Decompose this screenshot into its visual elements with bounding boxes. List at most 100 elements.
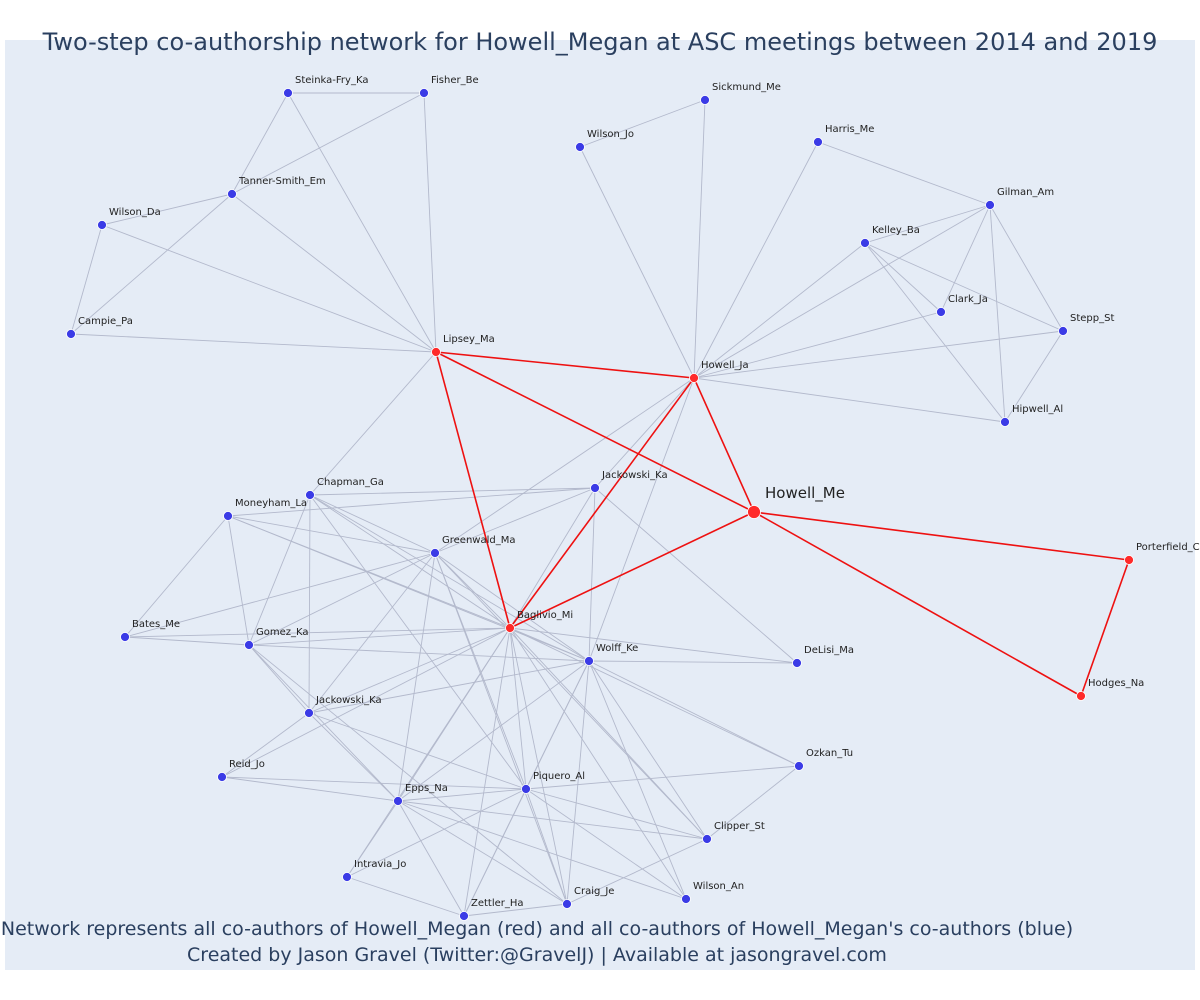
node-jackowski-ka-1[interactable] [590,483,600,493]
node-kelley-ba[interactable] [860,238,870,248]
edge-clark-ja-howell-ja [693,311,942,379]
node-bates-me[interactable] [120,632,130,642]
edge-bates-me-gomez-ka [124,636,250,646]
node-wolff-ke[interactable] [584,656,594,666]
node-label-craig-je: Craig_Je [574,886,614,897]
caption-line-2: Created by Jason Gravel (Twitter:@Gravel… [187,944,887,966]
node-label-wilson-jo: Wilson_Jo [587,129,634,140]
node-harris-me[interactable] [813,137,823,147]
node-intravia-jo[interactable] [342,872,352,882]
node-label-baglivio-mi: Baglivio_Mi [517,610,573,621]
edge-piquero-al-wilson-an [525,788,687,900]
edge-wolff-ke-jackowski-ka-2 [308,660,590,714]
edge-gomez-ka-epps-na [248,644,399,802]
edge-chapman-ga-jackowski-ka-2 [308,494,311,714]
edge-howell-ja-wolff-ke [588,377,695,662]
node-zettler-ha[interactable] [459,911,469,921]
node-wilson-da[interactable] [97,220,107,230]
edge-greenwald-ma-bates-me [124,552,436,638]
node-wilson-an[interactable] [681,894,691,904]
chart-title: Two-step co-authorship network for Howel… [42,28,1158,56]
node-greenwald-ma[interactable] [430,548,440,558]
edge-gomez-ka-baglivio-mi [248,627,511,646]
edge-piquero-al-ozkan-tu [525,765,800,790]
node-gomez-ka[interactable] [244,640,254,650]
node-label-wilson-an: Wilson_An [693,881,744,892]
edge-sickmund-me-howell-ja [693,99,706,379]
edge-howell-ja-jackowski-ka-1 [594,377,695,489]
node-porterfield-c[interactable] [1124,555,1134,565]
edge-intravia-jo-zettler-ha [346,876,465,917]
node-label-hipwell-al: Hipwell_Al [1012,404,1063,415]
node-label-jackowski-ka-1: Jackowski_Ka [601,470,668,481]
primary-edge-howell-me-howell-ja [693,377,755,513]
node-steinka-fry-ka[interactable] [283,88,293,98]
node-tanner-smith-em[interactable] [227,189,237,199]
node-gilman-am[interactable] [985,200,995,210]
node-campie-pa[interactable] [66,329,76,339]
edge-gilman-am-stepp-st [989,204,1064,332]
node-epps-na[interactable] [393,796,403,806]
edge-greenwald-ma-clipper-st [434,552,708,840]
edge-baglivio-mi-delisi-ma [509,627,798,664]
node-baglivio-mi[interactable] [505,623,515,633]
node-moneyham-la[interactable] [223,511,233,521]
node-howell-ja[interactable] [689,373,699,383]
edge-wolff-ke-craig-je [566,660,590,905]
edge-fisher-be-tanner-smith-em [231,92,425,195]
edge-jackowski-ka-2-epps-na [308,712,399,802]
edge-bates-me-baglivio-mi [124,627,511,638]
edge-moneyham-la-gomez-ka [227,515,250,646]
edge-harris-me-gilman-am [817,141,991,206]
node-label-moneyham-la: Moneyham_La [235,498,307,509]
edge-gilman-am-kelley-ba [864,204,991,244]
node-label-reid-jo: Reid_Jo [229,759,265,770]
node-reid-jo[interactable] [217,772,227,782]
edge-greenwald-ma-epps-na [397,552,436,802]
node-label-greenwald-ma: Greenwald_Ma [442,535,515,546]
edge-tanner-smith-em-lipsey-ma [231,193,437,353]
edge-wolff-ke-ozkan-tu [588,660,800,767]
edge-fisher-be-lipsey-ma [423,92,437,353]
node-stepp-st[interactable] [1058,326,1068,336]
edge-baglivio-mi-craig-je [509,627,568,905]
node-ozkan-tu[interactable] [794,761,804,771]
edge-howell-ja-greenwald-ma [434,377,695,554]
node-clipper-st[interactable] [702,834,712,844]
edge-chapman-ga-greenwald-ma [309,494,436,554]
node-delisi-ma[interactable] [792,658,802,668]
node-fisher-be[interactable] [419,88,429,98]
edge-moneyham-la-wolff-ke [227,515,590,662]
edge-campie-pa-lipsey-ma [70,333,437,353]
edge-tanner-smith-em-campie-pa [70,193,233,335]
edge-chapman-ga-baglivio-mi [309,494,511,629]
node-hodges-na[interactable] [1076,691,1086,701]
edge-wolff-ke-epps-na [397,660,590,802]
node-howell-me[interactable] [747,505,761,519]
node-label-gomez-ka: Gomez_Ka [256,627,309,638]
node-wilson-jo[interactable] [575,142,585,152]
node-hipwell-al[interactable] [1000,417,1010,427]
node-label-wolff-ke: Wolff_Ke [596,643,638,654]
node-lipsey-ma[interactable] [431,347,441,357]
edge-gomez-ka-jackowski-ka-2 [248,644,310,714]
node-chapman-ga[interactable] [305,490,315,500]
edge-chapman-ga-piquero-al [309,494,527,790]
edge-epps-na-intravia-jo [346,800,399,878]
edge-gilman-am-hipwell-al [989,204,1006,423]
node-label-piquero-al: Piquero_Al [533,771,585,782]
node-piquero-al[interactable] [521,784,531,794]
node-label-clipper-st: Clipper_St [714,821,765,832]
node-craig-je[interactable] [562,899,572,909]
node-sickmund-me[interactable] [700,95,710,105]
node-label-hodges-na: Hodges_Na [1088,678,1144,689]
node-jackowski-ka-2[interactable] [304,708,314,718]
edge-sickmund-me-wilson-jo [579,99,706,148]
primary-edge-howell-me-baglivio-mi [509,511,755,629]
caption-line-1: Network represents all co-authors of How… [0,918,1074,940]
edge-gomez-ka-wolff-ke [248,644,590,662]
node-label-wilson-da: Wilson_Da [109,207,161,218]
edge-baglivio-mi-ozkan-tu [509,627,800,767]
edge-stepp-st-hipwell-al [1004,330,1064,423]
node-clark-ja[interactable] [936,307,946,317]
